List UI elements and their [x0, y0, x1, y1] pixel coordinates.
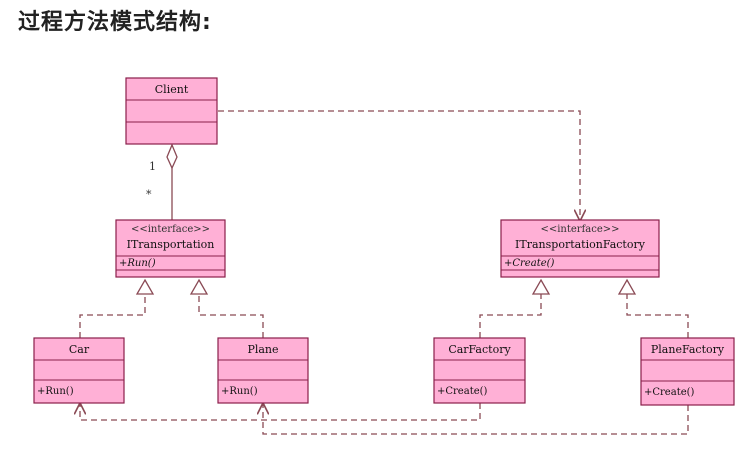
- itransportationfactory-name: ITransportationFactory: [515, 238, 646, 251]
- interface-itransportation: <<interface>> ITransportation +Run(): [115, 219, 226, 278]
- multiplicity-source: 1: [149, 160, 156, 173]
- realization-plane: [198, 294, 264, 338]
- realization-plane-arrowhead: [189, 278, 209, 295]
- class-client: Client: [125, 77, 218, 145]
- dependency-planefactory-plane: [263, 404, 689, 435]
- dependency-carfactory-car: [80, 403, 481, 421]
- class-car-method-run: +Run(): [37, 386, 74, 397]
- class-carfactory-name: CarFactory: [448, 343, 511, 356]
- dependency-client-factory: [218, 110, 580, 220]
- class-planefactory-name: PlaneFactory: [651, 343, 725, 356]
- class-plane: Plane +Run(): [217, 337, 309, 404]
- class-planefactory-method-create: +Create(): [644, 387, 695, 398]
- realization-planefactory-arrowhead: [617, 278, 637, 295]
- class-client-name: Client: [155, 83, 189, 96]
- class-planefactory: PlaneFactory +Create(): [640, 337, 735, 406]
- class-plane-name: Plane: [247, 343, 278, 356]
- class-car-name: Car: [69, 343, 90, 356]
- itransportationfactory-method-create: +Create(): [504, 258, 555, 269]
- class-carfactory-method-create: +Create(): [437, 386, 488, 397]
- realization-planefactory: [626, 294, 689, 338]
- realization-carfactory: [479, 294, 542, 338]
- multiplicity-target: *: [146, 188, 152, 201]
- realization-carfactory-arrowhead: [531, 278, 551, 295]
- class-car: Car +Run(): [33, 337, 125, 404]
- class-plane-method-run: +Run(): [221, 386, 258, 397]
- itransportationfactory-stereotype: <<interface>>: [540, 224, 619, 235]
- itransportation-stereotype: <<interface>>: [131, 224, 210, 235]
- realization-car: [79, 294, 146, 338]
- itransportation-method-run: +Run(): [119, 258, 156, 269]
- aggregation-diamond: [166, 143, 178, 170]
- realization-car-arrowhead: [135, 278, 155, 295]
- class-carfactory: CarFactory +Create(): [433, 337, 526, 404]
- itransportation-name: ITransportation: [127, 238, 215, 251]
- interface-itransportationfactory: <<interface>> ITransportationFactory +Cr…: [500, 219, 660, 278]
- page-title: 过程方法模式结构:: [18, 10, 212, 35]
